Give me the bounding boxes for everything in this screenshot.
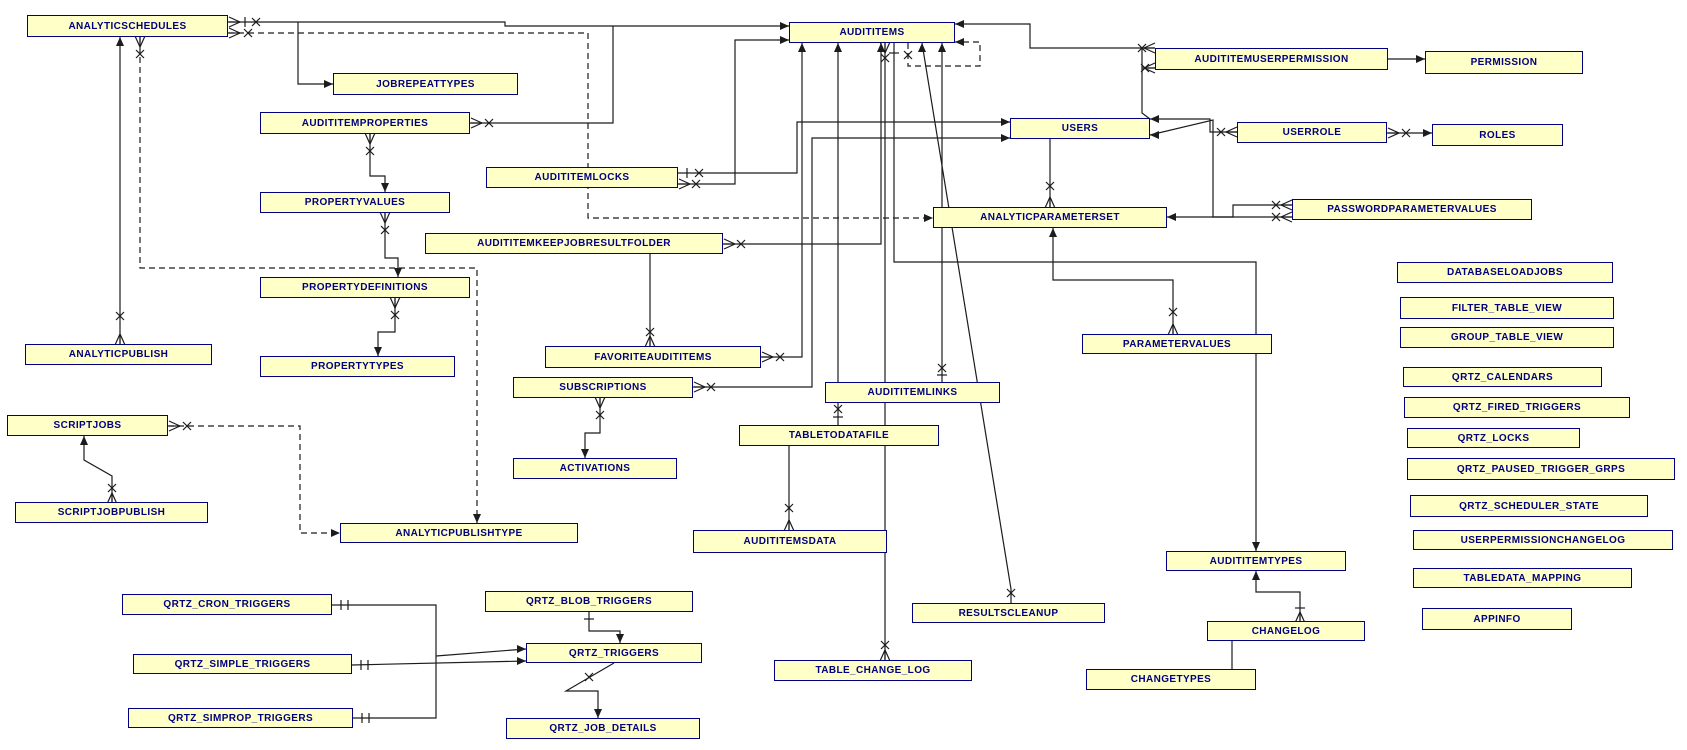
entity-audititemlinks[interactable]: AUDITITEMLINKS <box>825 382 1000 403</box>
entity-passwordparametervalues[interactable]: PASSWORDPARAMETERVALUES <box>1292 199 1532 220</box>
entity-filter_table_view[interactable]: FILTER_TABLE_VIEW <box>1400 297 1614 319</box>
entity-audititemproperties[interactable]: AUDITITEMPROPERTIES <box>260 112 470 134</box>
entity-tabledata_mapping[interactable]: TABLEDATA_MAPPING <box>1413 568 1632 588</box>
entity-analyticpublish[interactable]: ANALYTICPUBLISH <box>25 344 212 365</box>
entity-users[interactable]: USERS <box>1010 118 1150 139</box>
entity-userrole[interactable]: USERROLE <box>1237 122 1387 143</box>
entity-userpermissionchangelog[interactable]: USERPERMISSIONCHANGELOG <box>1413 530 1673 550</box>
entity-analyticpublishtype[interactable]: ANALYTICPUBLISHTYPE <box>340 523 578 543</box>
relationship-audititemlocks-audititems <box>678 39 789 185</box>
relationship-audititemproperties-audititems <box>470 26 614 124</box>
relationship-passwordparametervalues-analyticparameterset <box>1167 204 1292 218</box>
relationship-audititemuserpermission-audititems <box>955 23 1155 49</box>
entity-qrtz_locks[interactable]: QRTZ_LOCKS <box>1407 428 1580 448</box>
entity-qrtz_scheduler_state[interactable]: QRTZ_SCHEDULER_STATE <box>1410 495 1648 517</box>
relationship-qrtz_simple_triggers-qrtz_triggers <box>351 660 527 666</box>
entity-scriptjobs[interactable]: SCRIPTJOBS <box>7 415 168 436</box>
relationship-audititems-audititemtypes <box>893 43 1257 551</box>
relationship-qrtz_blob_triggers-qrtz_triggers <box>588 612 621 643</box>
entity-audititemlocks[interactable]: AUDITITEMLOCKS <box>486 167 678 188</box>
relationship-audititemkeepjobresultfolder-audititems <box>723 43 882 245</box>
entity-audititemkeepjobresultfolder[interactable]: AUDITITEMKEEPJOBRESULTFOLDER <box>425 233 723 254</box>
entity-subscriptions[interactable]: SUBSCRIPTIONS <box>513 377 693 398</box>
relationship-scriptjobpublish-scriptjobs <box>83 436 113 502</box>
entity-qrtz_cron_triggers[interactable]: QRTZ_CRON_TRIGGERS <box>122 594 332 615</box>
entity-appinfo[interactable]: APPINFO <box>1422 608 1572 630</box>
entity-qrtz_calendars[interactable]: QRTZ_CALENDARS <box>1403 367 1602 387</box>
entity-propertytypes[interactable]: PROPERTYTYPES <box>260 356 455 377</box>
relationship-userrole-users <box>1150 118 1237 133</box>
entity-databaseloadjobs[interactable]: DATABASELOADJOBS <box>1397 262 1613 283</box>
entity-activations[interactable]: ACTIVATIONS <box>513 458 677 479</box>
relationship-analyticschedules-audititems <box>228 21 789 27</box>
entity-qrtz_blob_triggers[interactable]: QRTZ_BLOB_TRIGGERS <box>485 591 693 612</box>
entity-favoriteaudititems[interactable]: FAVORITEAUDITITEMS <box>545 346 761 368</box>
entity-qrtz_simple_triggers[interactable]: QRTZ_SIMPLE_TRIGGERS <box>133 654 352 674</box>
relationship-favoriteaudititems-audititems <box>761 43 803 358</box>
relationship-audititems-audititems <box>907 41 981 67</box>
relationship-analyticparameterset-parametervalues <box>1052 228 1174 334</box>
entity-group_table_view[interactable]: GROUP_TABLE_VIEW <box>1400 327 1614 348</box>
relationship-changelog-audititemtypes <box>1255 571 1301 621</box>
entity-propertyvalues[interactable]: PROPERTYVALUES <box>260 192 450 213</box>
relationship-resultscleanup-audititems <box>921 42 1012 603</box>
relationship-qrtz_cron_triggers-qrtz_triggers <box>435 648 527 657</box>
relationship-propertyvalues-propertydefinitions <box>384 213 399 277</box>
entity-tabletodatafile[interactable]: TABLETODATAFILE <box>739 425 939 446</box>
entity-qrtz_simprop_triggers[interactable]: QRTZ_SIMPROP_TRIGGERS <box>128 708 353 728</box>
entity-qrtz_triggers[interactable]: QRTZ_TRIGGERS <box>526 643 702 663</box>
entity-analyticschedules[interactable]: ANALYTICSCHEDULES <box>27 15 228 37</box>
entity-roles[interactable]: ROLES <box>1432 124 1563 146</box>
relationship-qrtz_cron_triggers-qrtz_simprop_triggers <box>332 604 437 719</box>
relationship-analyticschedules-jobrepeattypes <box>297 22 333 85</box>
entity-audititems[interactable]: AUDITITEMS <box>789 22 955 43</box>
entity-jobrepeattypes[interactable]: JOBREPEATTYPES <box>333 73 518 95</box>
entity-analyticparameterset[interactable]: ANALYTICPARAMETERSET <box>933 207 1167 228</box>
entity-audititemuserpermission[interactable]: AUDITITEMUSERPERMISSION <box>1155 48 1388 70</box>
relationship-scriptjobs-analyticpublishtype <box>168 425 340 534</box>
relationship-analyticschedules-analyticparameterset <box>228 32 933 219</box>
entity-qrtz_fired_triggers[interactable]: QRTZ_FIRED_TRIGGERS <box>1404 397 1630 418</box>
entity-parametervalues[interactable]: PARAMETERVALUES <box>1082 334 1272 354</box>
entity-changetypes[interactable]: CHANGETYPES <box>1086 669 1256 690</box>
entity-audititemtypes[interactable]: AUDITITEMTYPES <box>1166 551 1346 571</box>
entity-table_change_log[interactable]: TABLE_CHANGE_LOG <box>774 660 972 681</box>
relationship-passwordparametervalues-users <box>1149 119 1233 218</box>
relationship-analyticschedules-analyticpublishtype <box>139 37 478 523</box>
entity-permission[interactable]: PERMISSION <box>1425 51 1583 74</box>
entity-resultscleanup[interactable]: RESULTSCLEANUP <box>912 603 1105 623</box>
entity-changelog[interactable]: CHANGELOG <box>1207 621 1365 641</box>
relationship-qrtz_triggers-qrtz_job_details <box>563 662 615 718</box>
relationship-subscriptions-users <box>693 137 1010 388</box>
entity-audititemsdata[interactable]: AUDITITEMSDATA <box>693 530 887 553</box>
entity-qrtz_paused_trigger_grps[interactable]: QRTZ_PAUSED_TRIGGER_GRPS <box>1407 458 1675 480</box>
relationship-audititemlocks-users <box>678 121 1010 174</box>
entity-propertydefinitions[interactable]: PROPERTYDEFINITIONS <box>260 277 470 298</box>
entity-qrtz_job_details[interactable]: QRTZ_JOB_DETAILS <box>506 718 700 739</box>
entity-scriptjobpublish[interactable]: SCRIPTJOBPUBLISH <box>15 502 208 523</box>
relationship-audititemuserpermission-users <box>1141 48 1151 120</box>
